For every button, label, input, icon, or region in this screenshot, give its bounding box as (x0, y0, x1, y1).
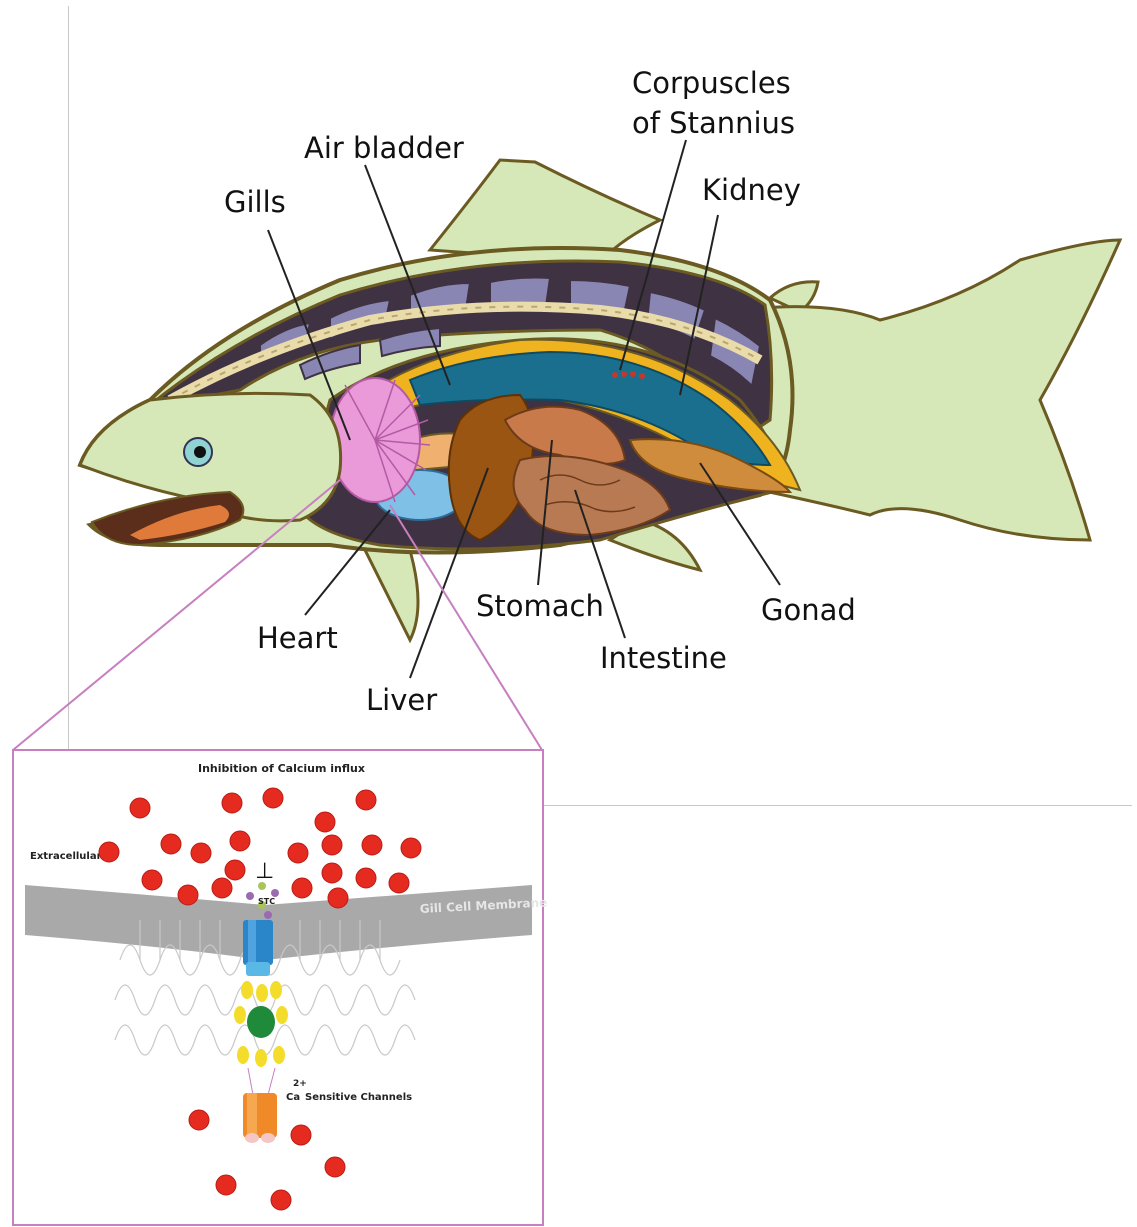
label-corpuscles-line2: of Stannius (632, 106, 795, 140)
stc-label: STC (258, 897, 275, 906)
label-kidney: Kidney (702, 173, 801, 207)
ca-label: Ca (286, 1092, 300, 1103)
calcium-sensitive-channel (243, 1093, 277, 1143)
channels-label: Sensitive Channels (305, 1092, 412, 1103)
label-gills: Gills (224, 185, 286, 219)
ca-superscript: 2+ (293, 1079, 307, 1089)
label-stomach: Stomach (476, 589, 604, 623)
label-air-bladder: Air bladder (304, 131, 464, 165)
inhibition-symbol: ⊥ (255, 859, 274, 884)
label-intestine: Intestine (600, 641, 727, 675)
blue-membrane-channel (243, 920, 273, 976)
inset-title: Inhibition of Calcium influx (198, 762, 365, 775)
fish-illustration (80, 160, 1120, 640)
green-subunit (247, 1006, 275, 1038)
label-corpuscles-line1: Corpuscles (632, 66, 791, 100)
calcium-inset-panel: Inhibition of Calcium influx Extracellul… (13, 750, 548, 1225)
label-liver: Liver (366, 683, 437, 717)
label-heart: Heart (257, 621, 338, 655)
label-gonad: Gonad (761, 593, 856, 627)
extracellular-label: Extracellular (30, 851, 102, 862)
